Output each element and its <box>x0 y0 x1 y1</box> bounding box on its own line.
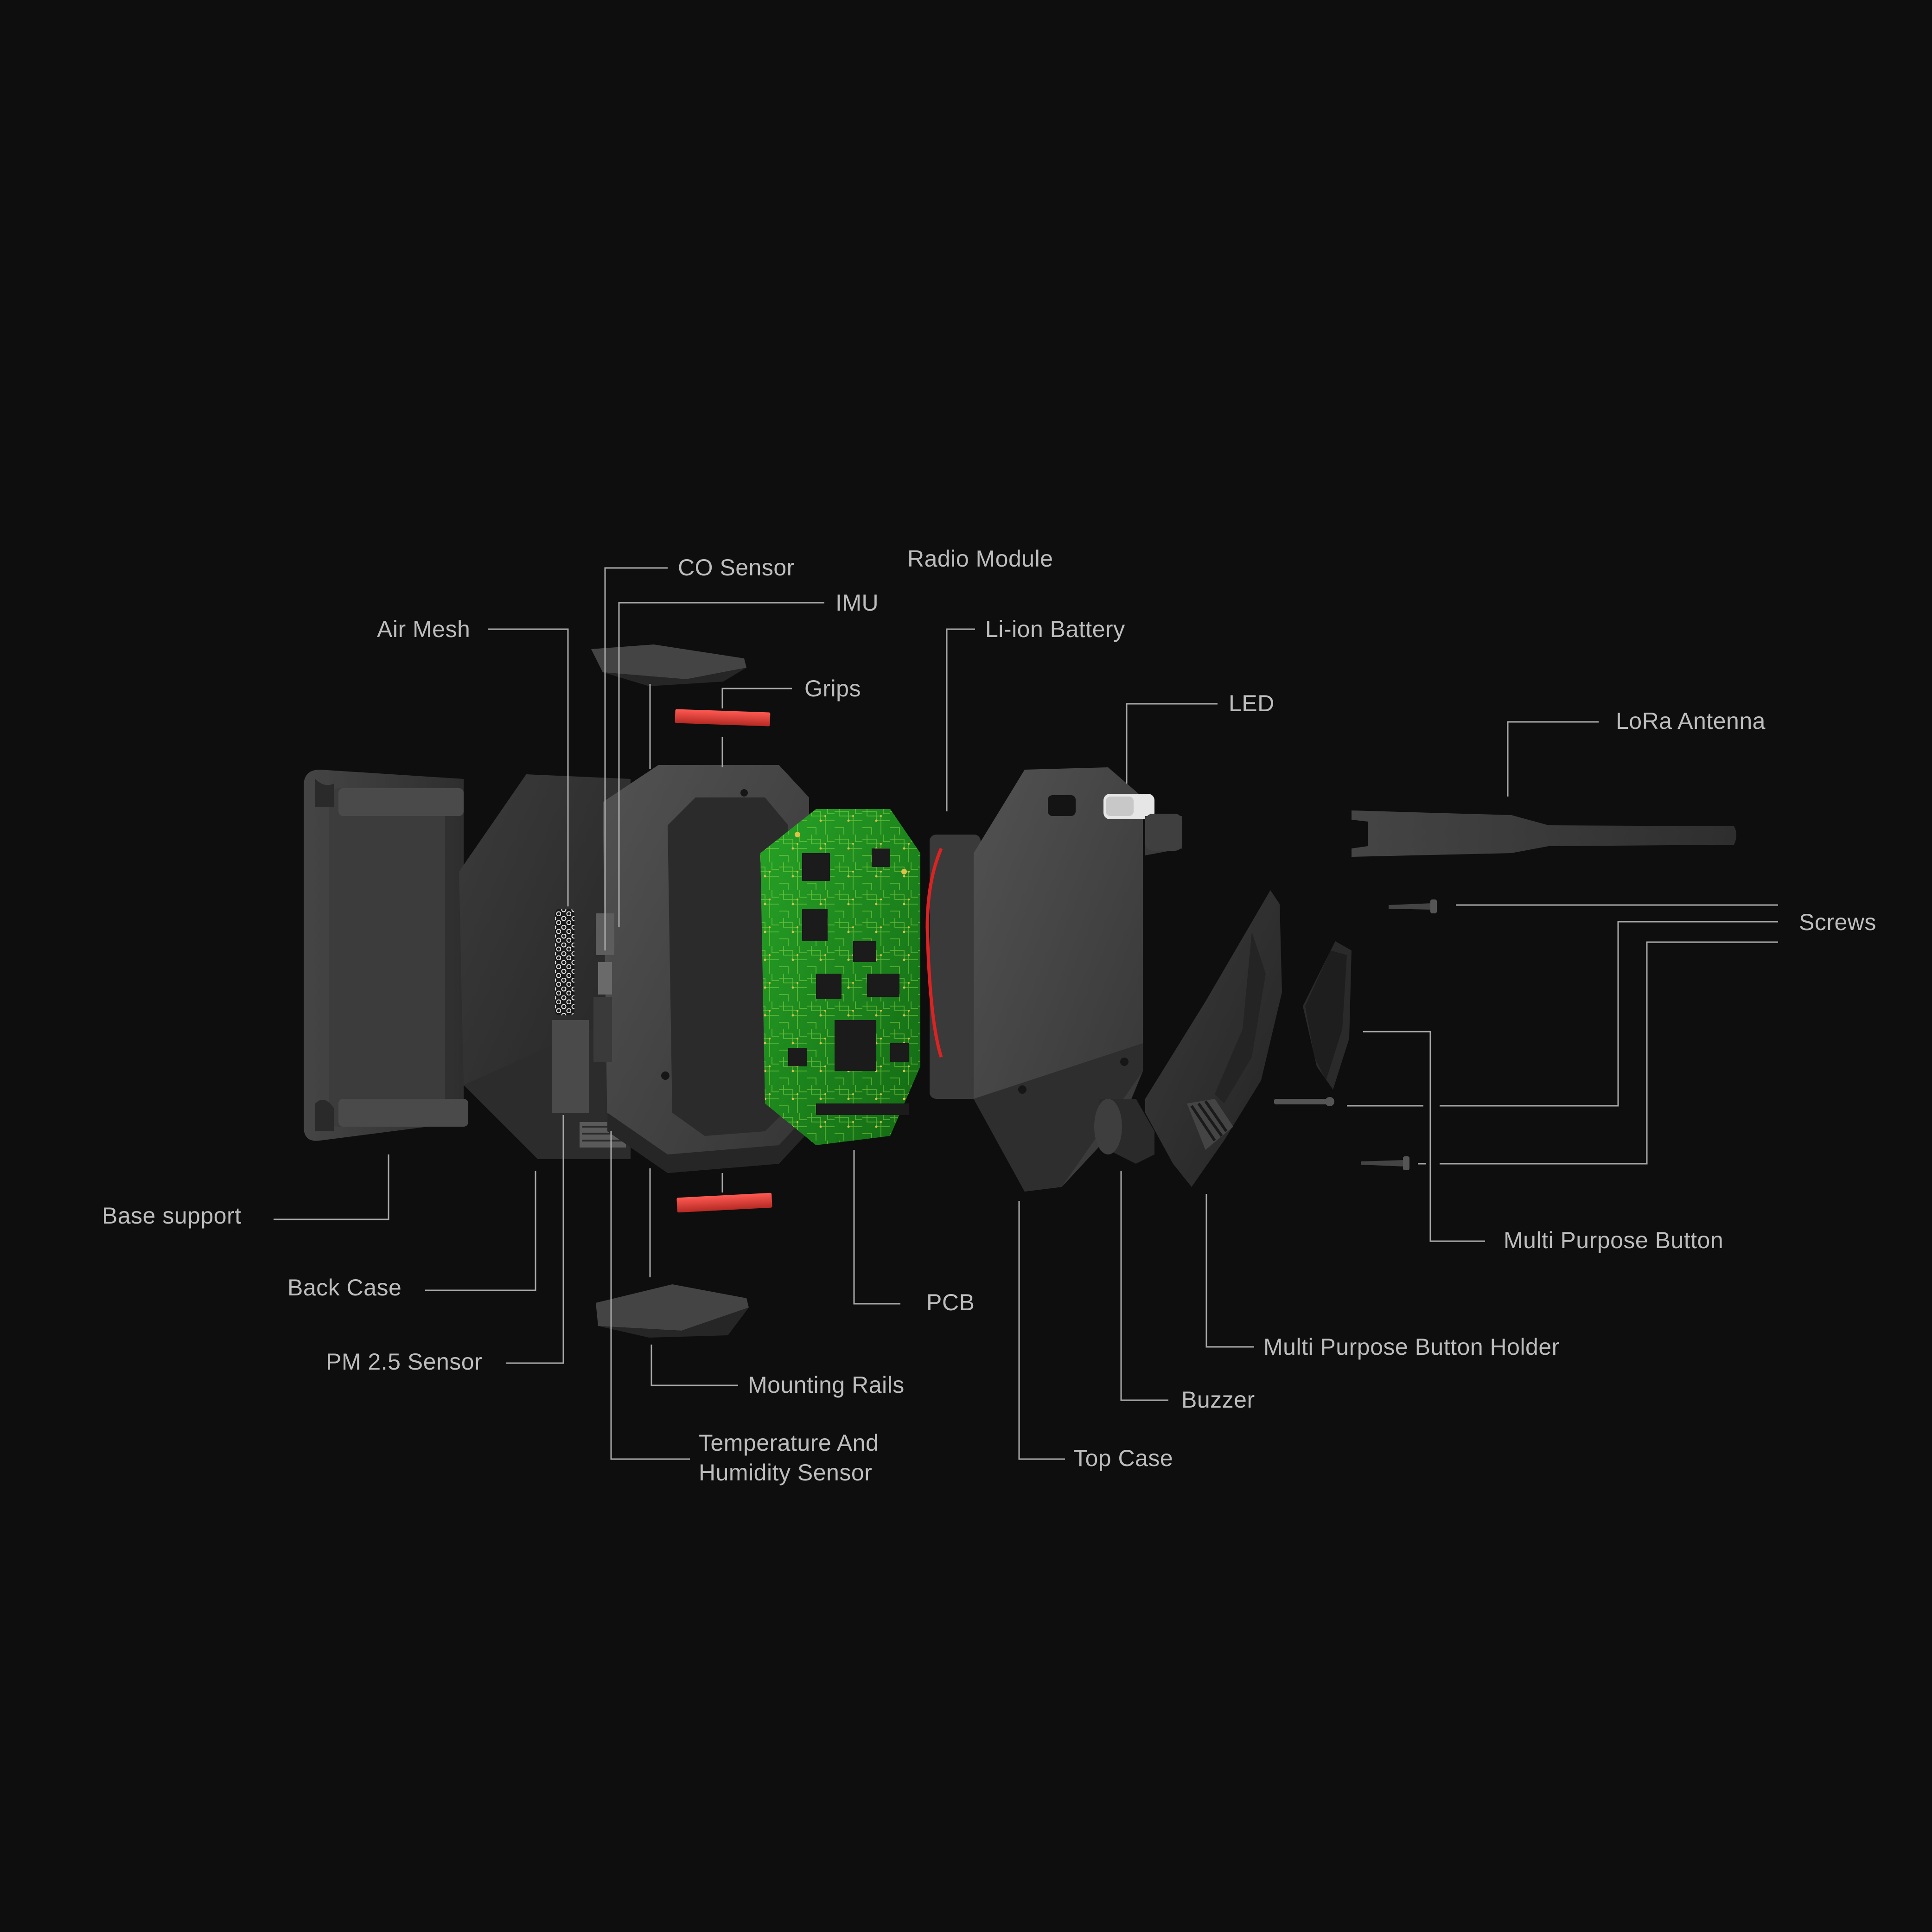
label-screws: Screws <box>1799 909 1876 935</box>
screw-bottom <box>1361 1156 1409 1170</box>
label-multi-purpose-button-holder: Multi Purpose Button Holder <box>1263 1334 1560 1360</box>
air-mesh-part <box>555 909 574 1015</box>
li-ion-battery-part <box>925 835 981 1099</box>
leader-pcb <box>853 1150 900 1305</box>
leader-screws-3 <box>1440 941 1778 1165</box>
leader-pm25-sensor <box>506 1115 564 1364</box>
label-mounting-rails: Mounting Rails <box>748 1372 905 1398</box>
label-buzzer: Buzzer <box>1181 1387 1255 1413</box>
label-temp-humidity-line2: Humidity Sensor <box>699 1460 873 1486</box>
grip-bottom <box>676 1192 772 1213</box>
multi-purpose-button-holder-part <box>1145 890 1282 1187</box>
label-base-support: Base support <box>102 1203 242 1229</box>
label-temp-humidity: Temperature And Humidity Sensor <box>699 1428 879 1487</box>
leader-multi-purpose-button <box>1363 1031 1485 1242</box>
leader-imu <box>618 602 824 927</box>
leader-air-mesh <box>488 628 569 906</box>
label-co-sensor: CO Sensor <box>678 555 795 580</box>
leader-led <box>1126 703 1218 784</box>
leader-lora-antenna <box>1507 721 1599 797</box>
label-pm25-sensor: PM 2.5 Sensor <box>326 1349 483 1375</box>
leader-co-sensor <box>604 567 668 950</box>
label-multi-purpose-button: Multi Purpose Button <box>1504 1227 1724 1253</box>
label-li-ion-battery: Li-ion Battery <box>985 616 1125 642</box>
label-pcb: PCB <box>926 1289 975 1315</box>
label-top-case: Top Case <box>1073 1445 1173 1471</box>
leader-mpb-holder <box>1205 1194 1254 1348</box>
pcb-part <box>760 809 920 1145</box>
led-part <box>1103 794 1182 855</box>
leader-li-ion-battery <box>946 628 975 811</box>
leader-mounting-rails <box>650 1345 738 1386</box>
leader-top-case <box>1018 1201 1065 1460</box>
mounting-rail-top <box>591 644 746 686</box>
leader-back-case <box>425 1171 536 1291</box>
leader-temp-humidity <box>610 1131 690 1460</box>
label-temp-humidity-line1: Temperature And <box>699 1430 879 1456</box>
base-support-part <box>304 770 468 1141</box>
label-radio-module: Radio Module <box>907 546 1053 572</box>
multi-purpose-button-part <box>1274 941 1352 1106</box>
label-led: LED <box>1229 690 1275 716</box>
mounting-rail-bottom <box>596 1284 749 1338</box>
label-lora-antenna: LoRa Antenna <box>1616 708 1766 734</box>
leader-grips-top <box>721 688 792 708</box>
leader-base-support <box>274 1154 389 1220</box>
label-back-case: Back Case <box>287 1275 402 1301</box>
screw-top <box>1389 899 1437 913</box>
grip-top <box>675 709 771 727</box>
mounting-frame-part <box>593 765 809 1173</box>
label-imu: IMU <box>835 590 879 616</box>
leader-screws-2 <box>1440 921 1778 1107</box>
leader-lines <box>274 567 1778 1460</box>
label-grips: Grips <box>804 676 861 701</box>
label-air-mesh: Air Mesh <box>377 616 471 642</box>
lora-antenna-part <box>1352 810 1736 857</box>
buzzer-part <box>1094 1099 1154 1164</box>
leader-buzzer <box>1120 1171 1168 1401</box>
